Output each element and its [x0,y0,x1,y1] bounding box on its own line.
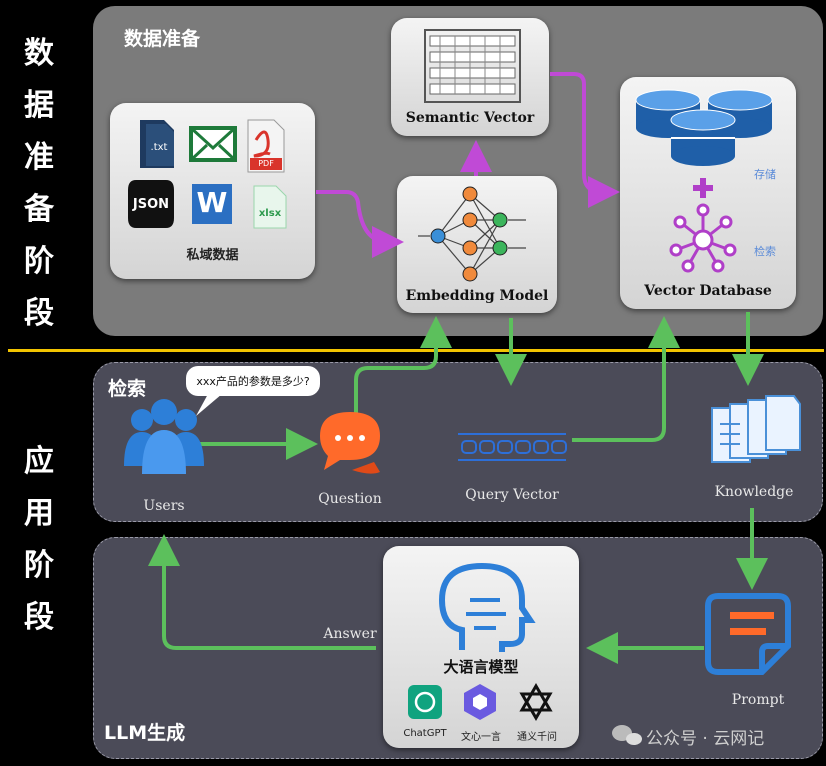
plus-icon [693,178,713,198]
query-vector-icon [458,433,567,461]
semantic-vector-label: Semantic Vector [405,110,535,126]
xlsx-file-icon [253,185,287,229]
store-label: 存储 [754,168,776,181]
json-file-icon [128,180,174,228]
tongyi-logo-icon [519,683,553,721]
speech-bubble-icon [186,366,320,416]
hub-icon [669,203,737,273]
llm-label: 大语言模型 [443,658,519,676]
stage-label-prep: 数据准备阶段 [24,36,54,331]
wechat-icon [612,725,642,745]
pdf-file-icon [247,119,285,173]
speech-bubble-text: xxx产品的参数是多少? [196,375,310,388]
section-title-retrieval: 检索 [108,378,147,400]
database-icon [635,89,773,166]
section-title-llm-gen: LLM生成 [104,722,186,744]
vector-database-label: Vector Database [644,283,772,299]
query-vector-label: Query Vector [465,487,559,503]
txt-file-icon [140,120,174,168]
stage-divider [8,349,824,352]
chat-bubble-icon [320,412,380,474]
question-label: Question [318,491,382,507]
users-icon [124,399,204,474]
chatgpt-label: ChatGPT [403,728,447,739]
ai-head-icon [438,562,536,652]
section-title-data-prep: 数据准备 [124,28,201,50]
private-data-label: 私域数据 [186,248,239,263]
knowledge-label: Knowledge [714,484,794,500]
json-file-label: JSON [132,197,170,212]
prompt-label: Prompt [731,692,785,708]
wenxin-logo-icon [464,684,496,720]
embedding-model-label: Embedding Model [405,288,549,304]
users-label: Users [143,498,185,514]
mail-icon [189,126,237,162]
retrieve-label: 检索 [754,245,776,258]
word-file-label: W [196,186,228,219]
chatgpt-logo-icon [408,685,442,719]
watermark: 公众号 · 云网记 [646,729,765,749]
prompt-icon [705,593,791,675]
knowledge-documents-icon [711,395,801,463]
xlsx-file-label: xlsx [258,208,282,219]
embedding-model-card [397,176,557,313]
stage-label-app: 应用阶段 [24,444,54,635]
txt-file-label: .txt [150,142,168,153]
wenxin-label: 文心一言 [461,732,501,743]
answer-label: Answer [323,626,377,642]
pdf-file-label: PDF [258,159,274,168]
tongyi-label: 通义千问 [517,732,557,743]
server-rack-icon [424,29,521,103]
word-file-icon [192,184,232,224]
